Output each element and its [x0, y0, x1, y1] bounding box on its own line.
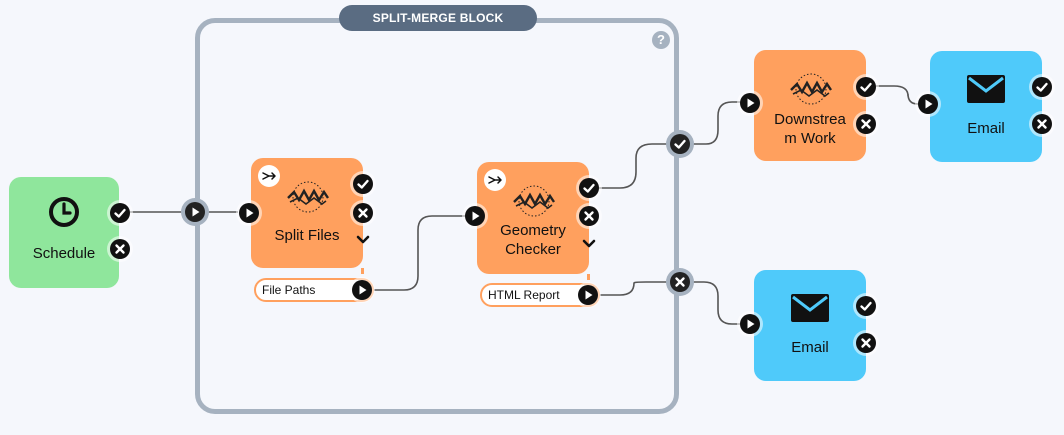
- merge-arrow-icon: [258, 165, 280, 187]
- email-top-label: Email: [967, 120, 1005, 137]
- merge-arrow-icon: [484, 169, 506, 191]
- email-top-success-port[interactable]: [1032, 77, 1052, 97]
- email-bottom-input-port[interactable]: [740, 314, 760, 334]
- downstream-failure-port[interactable]: [856, 114, 876, 134]
- split-files-label: Split Files: [274, 227, 340, 244]
- split-files-input-port[interactable]: [239, 203, 259, 223]
- geometry-checker-success-port[interactable]: [579, 178, 599, 198]
- email-bottom-failure-port[interactable]: [856, 333, 876, 353]
- email-top-failure-port[interactable]: [1032, 114, 1052, 134]
- geometry-checker-label-2: Checker: [505, 241, 561, 258]
- email-bottom-success-port[interactable]: [856, 296, 876, 316]
- attribute-connector: [587, 274, 590, 280]
- split-files-success-port[interactable]: [353, 174, 373, 194]
- split-files-node[interactable]: Split Files: [251, 158, 363, 268]
- geometry-checker-input-port[interactable]: [465, 206, 485, 226]
- downstream-label-2: m Work: [784, 130, 836, 147]
- schedule-failure-port[interactable]: [110, 239, 130, 259]
- fme-logo-icon: [513, 185, 555, 217]
- attribute-connector: [361, 268, 364, 274]
- envelope-icon: [967, 75, 1005, 103]
- fme-logo-icon: [790, 73, 832, 105]
- help-icon[interactable]: ?: [652, 31, 670, 49]
- geometry-checker-label-1: Geometry: [500, 222, 566, 239]
- schedule-success-port[interactable]: [110, 203, 130, 223]
- email-node-bottom[interactable]: Email: [754, 270, 866, 381]
- html-report-output[interactable]: HTML Report: [480, 283, 600, 307]
- schedule-node[interactable]: Schedule: [9, 177, 119, 288]
- block-title: SPLIT-MERGE BLOCK: [339, 5, 537, 31]
- schedule-label: Schedule: [32, 245, 96, 262]
- file-paths-port[interactable]: [352, 280, 372, 300]
- email-top-input-port[interactable]: [918, 94, 938, 114]
- block-input-junction[interactable]: [185, 202, 205, 222]
- file-paths-label: File Paths: [262, 283, 316, 297]
- block-success-junction[interactable]: [670, 134, 690, 154]
- clock-icon: [49, 197, 79, 227]
- fme-logo-icon: [287, 181, 329, 213]
- email-node-top[interactable]: Email: [930, 51, 1042, 162]
- html-report-port[interactable]: [578, 285, 598, 305]
- downstream-label-1: Downstrea: [774, 111, 846, 128]
- html-report-label: HTML Report: [488, 288, 560, 302]
- downstream-success-port[interactable]: [856, 77, 876, 97]
- envelope-icon: [791, 294, 829, 322]
- block-failure-junction[interactable]: [670, 272, 690, 292]
- geometry-checker-failure-port[interactable]: [579, 206, 599, 226]
- chevron-down-icon[interactable]: [353, 230, 373, 250]
- email-bottom-label: Email: [791, 339, 829, 356]
- chevron-down-icon[interactable]: [579, 234, 599, 254]
- downstream-work-node[interactable]: Downstrea m Work: [754, 50, 866, 161]
- split-files-failure-port[interactable]: [353, 203, 373, 223]
- downstream-input-port[interactable]: [740, 93, 760, 113]
